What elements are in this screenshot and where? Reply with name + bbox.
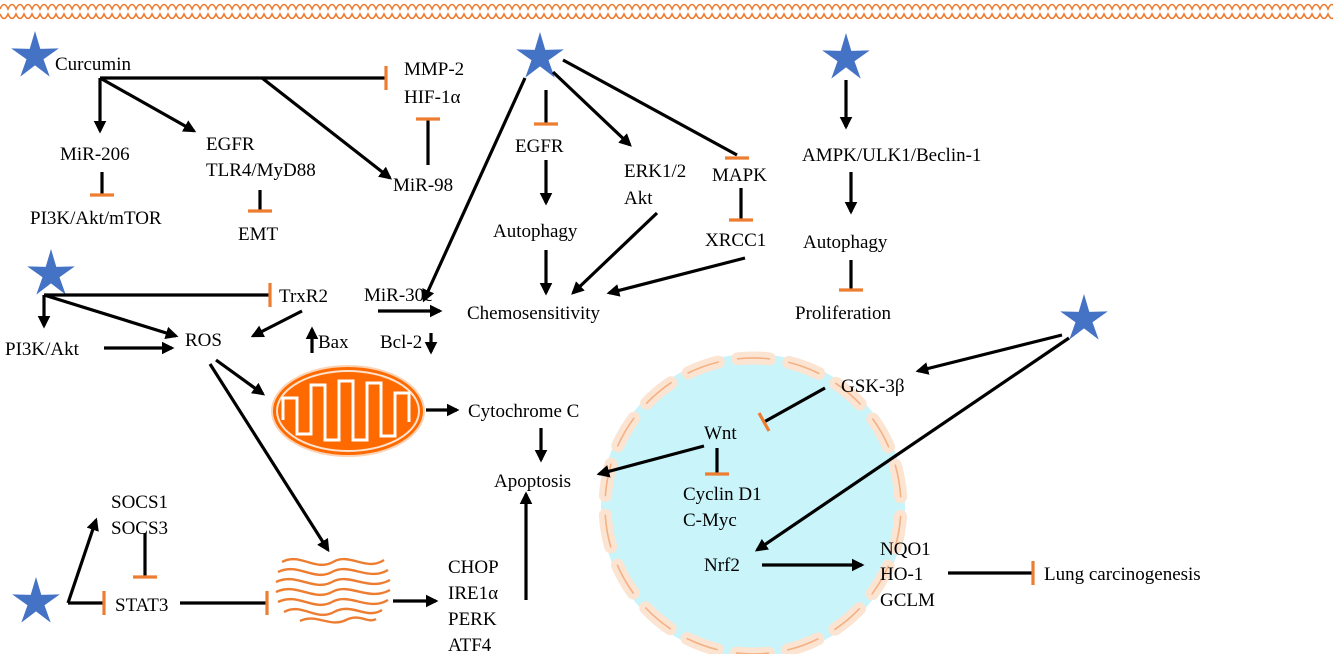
bax-label: Bax <box>318 332 349 353</box>
ampk-ulk1-beclin1-label: AMPK/ULK1/Beclin-1 <box>802 145 981 166</box>
chemosensitivity-label: Chemosensitivity <box>467 303 601 324</box>
egfr-label: EGFR <box>206 134 255 155</box>
mitochondrion-icon <box>271 365 425 457</box>
hif1a-label: HIF-1α <box>404 87 460 108</box>
cytochrome-c-label: Cytochrome C <box>468 401 579 422</box>
apoptosis-label: Apoptosis <box>494 471 571 492</box>
pi3k-akt-mtor-label: PI3K/Akt/mTOR <box>30 208 162 229</box>
ros-label: ROS <box>185 330 222 351</box>
star-icon <box>822 33 870 79</box>
mapk-label: MAPK <box>712 165 767 186</box>
ho1-label: HO-1 <box>880 564 923 585</box>
erk12-label: ERK1/2 <box>624 161 686 182</box>
proliferation-label: Proliferation <box>795 303 892 324</box>
nucleus-icon <box>598 351 908 654</box>
nrf2-label: Nrf2 <box>704 555 740 576</box>
emt-label: EMT <box>238 224 279 245</box>
cyclin-d1-label: Cyclin D1 <box>683 484 762 505</box>
curcumin-label: Curcumin <box>55 54 131 75</box>
star-icon <box>1060 294 1108 340</box>
nqo1-label: NQO1 <box>880 539 931 560</box>
mir206-label: MiR-206 <box>60 144 130 165</box>
mir98-label: MiR-98 <box>393 175 453 196</box>
stat3-label: STAT3 <box>115 595 168 616</box>
mmp2-label: MMP-2 <box>404 59 464 80</box>
chop-label: CHOP <box>448 557 499 578</box>
socs1-label: SOCS1 <box>111 492 168 513</box>
xrcc1-label: XRCC1 <box>705 230 766 251</box>
trxr2-label: TrxR2 <box>279 286 328 307</box>
cell-membrane-icon <box>0 3 1333 20</box>
endoplasmic-reticulum-icon <box>275 557 391 624</box>
lung-carcinogenesis-label: Lung carcinogenesis <box>1044 564 1201 585</box>
autophagy-label: Autophagy <box>803 232 888 253</box>
ire1a-label: IRE1α <box>448 583 498 604</box>
star-icon <box>27 249 75 295</box>
socs3-label: SOCS3 <box>111 518 168 539</box>
star-icon <box>12 577 60 623</box>
perk-label: PERK <box>448 609 497 630</box>
gsk3b-label: GSK-3β <box>841 376 905 397</box>
gclm-label: GCLM <box>880 590 935 611</box>
autophagy-label: Autophagy <box>493 221 578 242</box>
atf4-label: ATF4 <box>448 635 492 654</box>
mir30c-label: MiR-30c <box>364 285 433 306</box>
bcl2-label: Bcl-2 <box>380 332 422 353</box>
c-myc-label: C-Myc <box>683 510 737 531</box>
star-icon <box>516 32 564 78</box>
egfr-label: EGFR <box>515 136 564 157</box>
akt-label: Akt <box>624 188 653 209</box>
wnt-label: Wnt <box>704 423 737 444</box>
star-icon <box>11 31 59 77</box>
pi3k-akt-label: PI3K/Akt <box>5 339 80 360</box>
tlr4-myd88-label: TLR4/MyD88 <box>206 160 316 181</box>
